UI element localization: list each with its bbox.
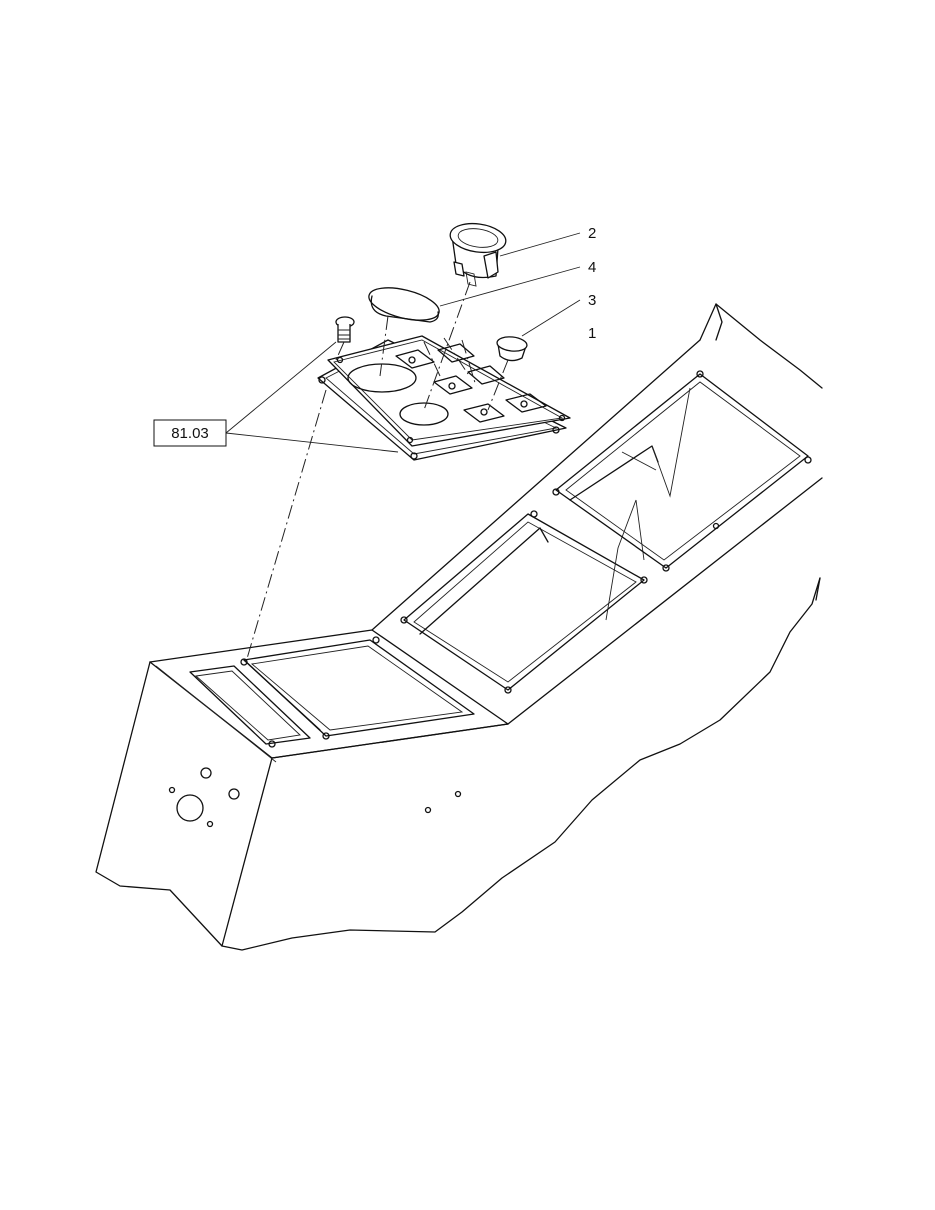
console-body bbox=[95, 303, 823, 951]
knob-cap bbox=[496, 336, 528, 362]
assembly-lines bbox=[245, 281, 509, 663]
leader-lines bbox=[225, 232, 581, 453]
callout-2: 2 bbox=[588, 225, 596, 242]
gauge-instrument bbox=[449, 222, 507, 287]
callout-1: 1 bbox=[588, 325, 596, 342]
reference-label: 81.03 bbox=[171, 425, 209, 442]
switch-panel bbox=[327, 335, 571, 447]
callout-3: 3 bbox=[588, 292, 596, 309]
mounting-screw bbox=[335, 316, 355, 343]
cover-disc bbox=[368, 287, 440, 323]
reference-box[interactable]: 81.03 bbox=[153, 419, 227, 447]
callout-4: 4 bbox=[588, 259, 596, 276]
